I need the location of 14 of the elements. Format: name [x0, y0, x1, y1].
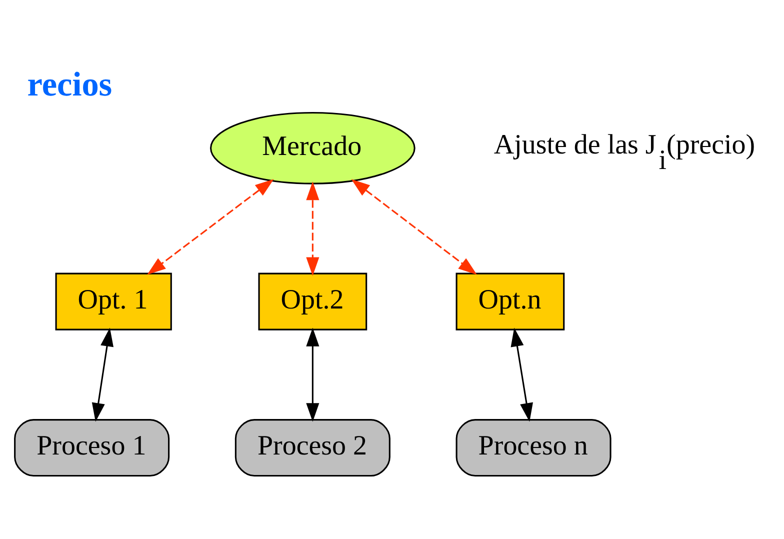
node-ellipse: Mercado: [210, 112, 416, 184]
node-box: Proceso 2: [234, 419, 390, 477]
arrow: [510, 328, 533, 422]
node-box: Opt. 1: [55, 272, 172, 330]
node-box: Opt.n: [456, 272, 565, 330]
arrow: [306, 328, 320, 422]
node-box: Proceso 1: [14, 419, 170, 477]
arrow: [351, 179, 477, 275]
arrow: [306, 181, 320, 276]
arrow: [92, 328, 114, 422]
node-box: Opt.2: [258, 272, 368, 330]
arrow: [147, 179, 274, 275]
node-box: Proceso n: [456, 419, 612, 477]
diagram-title: recios: [27, 66, 112, 104]
